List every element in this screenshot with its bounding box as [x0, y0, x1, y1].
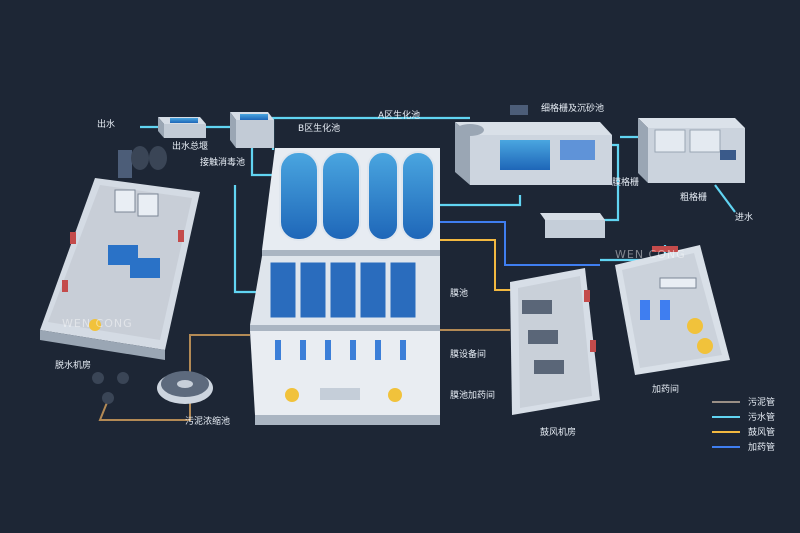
- outlet-weir: [158, 117, 206, 138]
- blower-pipe-main: [440, 239, 520, 291]
- dosing-pipe-main: [440, 221, 600, 266]
- legend-swatch: [712, 400, 740, 403]
- legend-swatch: [712, 445, 740, 448]
- label-blower-room: 鼓风机房: [540, 428, 577, 438]
- dewatering-room-building: [40, 146, 200, 360]
- bio-tanks: [262, 148, 440, 270]
- watermark: WEN CONG: [62, 317, 133, 330]
- legend-swatch: [712, 415, 740, 418]
- contact-disinfection-tank: [230, 112, 274, 148]
- sewage-pipe-bio-to-membrane: [233, 185, 262, 294]
- legend-label: 污水管: [748, 413, 776, 423]
- label-membrane-tank: 膜池: [450, 289, 469, 299]
- legend-item-blower-pipe: 鼓风管: [712, 424, 775, 439]
- legend-item-dosing-pipe: 加药管: [712, 439, 775, 454]
- legend-swatch: [712, 430, 740, 433]
- legend-label: 污泥管: [748, 398, 776, 408]
- sewage-pipe-inlet-feed: [714, 184, 736, 213]
- coarse-screen: [638, 118, 745, 183]
- sludge-pipes: [98, 329, 510, 421]
- watermark: WEN CONG: [615, 248, 686, 261]
- blower-room-building: [510, 268, 600, 415]
- label-fine-screen-grit: 细格栅及沉砂池: [541, 104, 605, 114]
- legend-label: 加药管: [748, 443, 776, 453]
- label-sludge-thickener: 污泥浓缩池: [185, 417, 231, 427]
- sludge-pipe-main: [98, 334, 250, 421]
- legend-item-sludge-pipe: 污泥管: [712, 394, 775, 409]
- label-membrane-screen: 膜格栅: [612, 178, 640, 188]
- label-b-bio-tank: B区生化池: [298, 124, 341, 134]
- pipe-legend: 污泥管 污水管 鼓风管 加药管: [712, 394, 775, 454]
- dosing-room-building: [615, 245, 730, 375]
- label-outlet-weir: 出水总堰: [172, 142, 209, 152]
- label-coarse-screen: 粗格栅: [680, 193, 708, 203]
- membrane-equipment-building: [250, 331, 440, 425]
- sewage-pipe-fine-to-bio: [440, 195, 522, 207]
- legend-item-sewage-pipe: 污水管: [712, 409, 775, 424]
- label-dosing-room: 加药间: [652, 385, 680, 395]
- legend-label: 鼓风管: [748, 428, 776, 438]
- sewage-pipe-disinfection-to-bio: [250, 148, 280, 177]
- label-outlet: 出水: [97, 120, 116, 130]
- label-inlet: 进水: [735, 213, 754, 223]
- label-contact-disinfection: 接触消毒池: [200, 158, 246, 168]
- label-membrane-equipment-room: 膜设备间: [450, 350, 487, 360]
- fine-screen-grit-tank: [455, 105, 612, 185]
- membrane-screen: [540, 213, 605, 238]
- sludge-thickener: [92, 371, 213, 404]
- membrane-tank: [250, 256, 440, 331]
- label-dewatering-room: 脱水机房: [55, 361, 92, 371]
- label-membrane-dosing-room: 膜池加药间: [450, 391, 496, 401]
- blower-pipes: [429, 232, 520, 291]
- label-a-bio-tank: A区生化池: [378, 111, 421, 121]
